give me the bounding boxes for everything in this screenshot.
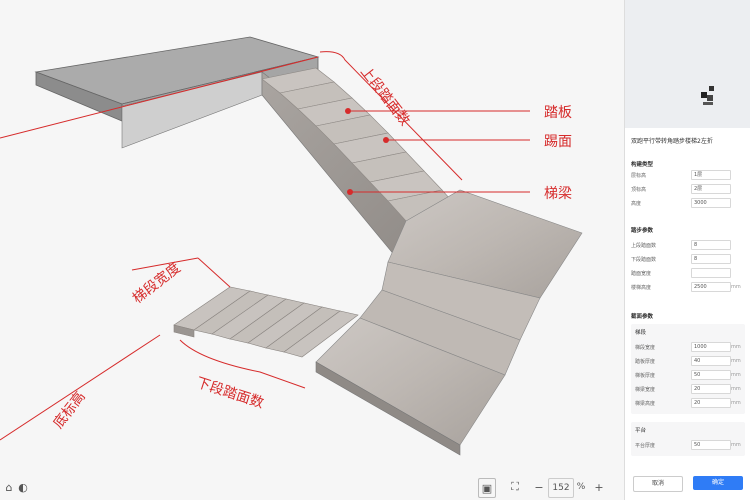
lower-flight-steps	[173, 286, 359, 358]
home-icon[interactable]: ⌂	[5, 480, 13, 494]
zoom-unit: %	[576, 482, 586, 492]
group-platform-title: 平台	[635, 428, 647, 434]
screenshot-icon[interactable]: ▣	[478, 478, 496, 498]
flight-width-input[interactable]: 1000	[691, 342, 731, 352]
floor-level-select[interactable]: 1层	[691, 170, 731, 180]
tread-thickness-input[interactable]: 40	[691, 356, 731, 366]
zoom-value[interactable]: 152	[548, 478, 574, 498]
view-toggle-icon[interactable]: ◐	[18, 480, 28, 494]
landing	[387, 189, 583, 299]
stair-preview-icon	[701, 86, 714, 105]
row-tread-width: 踏面宽度	[631, 268, 745, 278]
top-level-select[interactable]: 2层	[691, 184, 731, 194]
cancel-button[interactable]: 取消	[633, 476, 683, 492]
slab-thickness-input[interactable]: 50	[691, 370, 731, 380]
stringer-height-input[interactable]: 20	[691, 398, 731, 408]
zoom-out-button[interactable]: −	[534, 480, 544, 494]
platform-thickness-input[interactable]: 50	[691, 440, 731, 450]
stringer-width-input[interactable]: 20	[691, 384, 731, 394]
fit-view-icon[interactable]: ⛶	[511, 480, 519, 493]
tread-label: 踏板	[544, 105, 572, 121]
height-input[interactable]: 3000	[691, 198, 731, 208]
section-profile: 截面参数	[631, 314, 654, 320]
zoom-in-button[interactable]: +	[594, 480, 604, 494]
riser-label: 踢面	[544, 134, 572, 150]
upper-flight-steps	[261, 67, 461, 222]
stair-model-drawing	[0, 36, 583, 456]
stair-height-input[interactable]: 2500	[691, 282, 731, 292]
lower-steps-input[interactable]: 8	[691, 254, 731, 264]
group-platform	[631, 422, 745, 456]
panel-title: 双跑平行带转角踏步楼梯2左折	[631, 138, 713, 145]
tread-width-input[interactable]	[691, 268, 731, 278]
upper-steps-input[interactable]: 8	[691, 240, 731, 250]
confirm-button[interactable]: 确定	[693, 476, 743, 490]
group-flight-title: 梯段	[635, 330, 647, 336]
section-basic: 构建类型	[631, 162, 654, 168]
preview-thumbnail	[625, 0, 750, 128]
viewport-toolbar: ⌂ ◐ ▣ ⛶ − 152 % +	[0, 474, 624, 500]
stringer-label: 梯梁	[544, 186, 572, 202]
section-steps: 踏步参数	[631, 228, 654, 234]
stair-3d-viewport[interactable]: 上段踏面数 踏板 踢面 梯梁 梯段宽度 底标高 下段踏面数	[0, 0, 624, 500]
